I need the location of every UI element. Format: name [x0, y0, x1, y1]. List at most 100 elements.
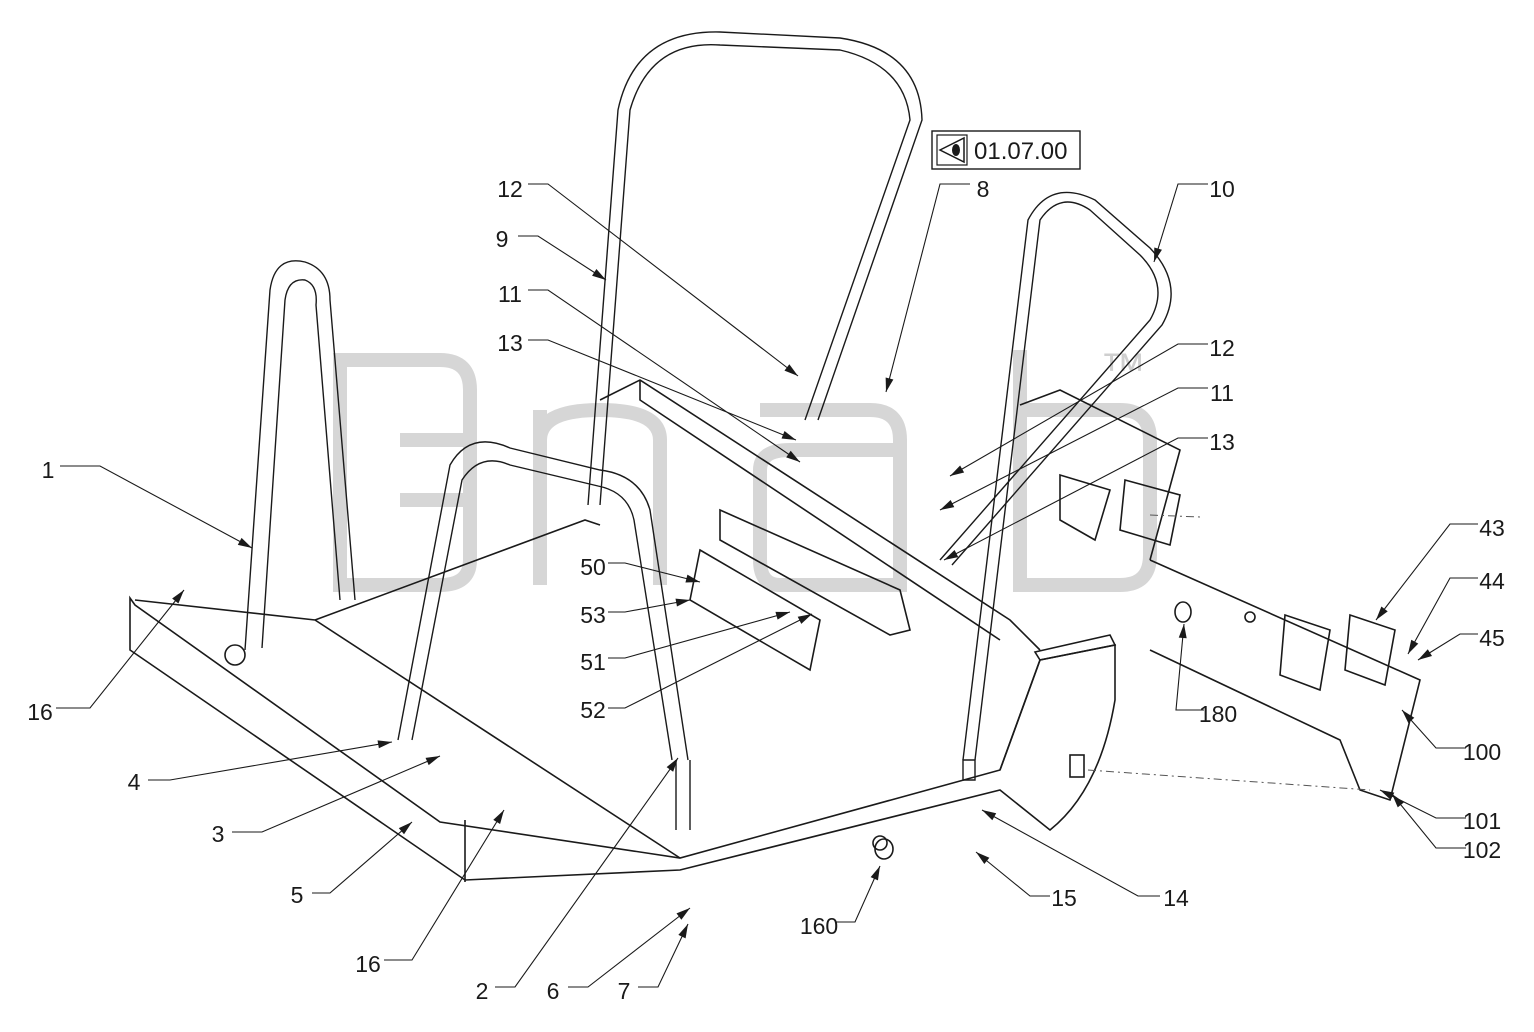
callout-arrowhead — [1392, 794, 1404, 808]
callout-leader — [56, 589, 185, 709]
callout-arrowhead — [377, 740, 392, 749]
handrail-tubes — [244, 31, 1172, 830]
callout-label: 4 — [128, 769, 141, 795]
callout-label: 13 — [497, 330, 523, 356]
callout-arrowhead — [870, 866, 880, 881]
callout-c12a[interactable]: 12 — [497, 176, 799, 377]
callout-c11a[interactable]: 11 — [498, 281, 801, 463]
callout-c50[interactable]: 50 — [580, 554, 701, 583]
callout-label: 53 — [580, 602, 606, 628]
callout-c13a[interactable]: 13 — [497, 330, 797, 441]
callout-leader — [528, 183, 799, 377]
callout-c5[interactable]: 5 — [291, 821, 413, 908]
callout-c2[interactable]: 2 — [476, 757, 679, 1004]
callout-c15[interactable]: 15 — [975, 851, 1077, 911]
callout-c14[interactable]: 14 — [981, 809, 1189, 911]
callout-leader — [518, 235, 607, 281]
view-eye-icon — [938, 136, 965, 164]
callout-c44[interactable]: 44 — [1407, 568, 1505, 655]
callout-leader — [939, 387, 1208, 511]
callout-c53[interactable]: 53 — [580, 598, 691, 628]
callout-c1[interactable]: 1 — [42, 457, 253, 549]
callout-leader — [1153, 183, 1208, 263]
callout-c3[interactable]: 3 — [212, 755, 441, 847]
callout-arrowhead — [675, 598, 690, 607]
callout-arrowhead — [398, 822, 412, 835]
callout-c6[interactable]: 6 — [547, 907, 691, 1004]
callout-leader — [1407, 577, 1478, 655]
callout-c4[interactable]: 4 — [128, 740, 393, 795]
callout-label: 12 — [497, 176, 523, 202]
callout-arrowhead — [1376, 606, 1388, 620]
callout-arrowhead — [775, 611, 790, 620]
callout-leader — [608, 599, 691, 613]
callout-label: 7 — [618, 978, 631, 1004]
callout-arrowhead — [781, 431, 796, 440]
callout-c13b[interactable]: 13 — [943, 429, 1235, 561]
callout-leader — [495, 757, 679, 988]
callout-arrowhead — [797, 614, 812, 624]
callout-label: 52 — [580, 697, 606, 723]
callout-label: 1 — [42, 457, 55, 483]
callout-arrowhead — [1178, 624, 1187, 639]
callout-label: 5 — [291, 882, 304, 908]
callout-arrowhead — [678, 924, 688, 939]
callout-c9[interactable]: 9 — [496, 226, 607, 281]
callout-label: 45 — [1479, 625, 1505, 651]
callout-c51[interactable]: 51 — [580, 611, 791, 675]
callout-label: 13 — [1209, 429, 1235, 455]
callout-c16a[interactable]: 16 — [27, 589, 185, 725]
callout-leader — [312, 821, 413, 894]
callout-label: 16 — [355, 951, 381, 977]
callout-c180[interactable]: 180 — [1175, 623, 1237, 727]
callout-label: 8 — [977, 176, 990, 202]
callout-leader — [638, 923, 689, 988]
callout-arrowhead — [425, 756, 440, 766]
callout-label: 11 — [1210, 380, 1234, 406]
callout-arrowhead — [784, 364, 798, 376]
callout-leader — [384, 809, 505, 961]
callout-arrowhead — [172, 590, 184, 604]
callout-c45[interactable]: 45 — [1417, 625, 1505, 661]
callout-c102[interactable]: 102 — [1391, 793, 1501, 863]
callout-c16b[interactable]: 16 — [355, 809, 505, 977]
callout-leader — [975, 851, 1050, 897]
callout-label: 9 — [496, 226, 509, 252]
callout-leader — [949, 343, 1208, 477]
callout-arrowhead — [944, 549, 959, 560]
callout-leader — [835, 865, 881, 923]
callout-label: 51 — [580, 649, 606, 675]
callout-arrowhead — [685, 574, 700, 583]
reference-box[interactable]: 01.07.00 — [931, 130, 1081, 170]
callout-arrowhead — [885, 377, 894, 392]
callout-arrowhead — [592, 269, 606, 280]
callout-c160[interactable]: 160 — [800, 865, 881, 939]
callout-label: 160 — [800, 913, 838, 939]
callout-leader — [608, 613, 813, 709]
callout-leader — [148, 741, 393, 781]
callout-c12b[interactable]: 12 — [949, 335, 1235, 477]
callout-label: 43 — [1479, 515, 1505, 541]
callout-leader — [60, 465, 253, 549]
callout-c11b[interactable]: 11 — [939, 380, 1234, 511]
callout-arrowhead — [676, 908, 690, 920]
callout-label: 102 — [1463, 837, 1501, 863]
callout-c101[interactable]: 101 — [1379, 789, 1501, 834]
callout-label: 44 — [1479, 568, 1505, 594]
callout-label: 101 — [1463, 808, 1501, 834]
callout-c7[interactable]: 7 — [618, 923, 689, 1004]
callout-leader — [608, 562, 701, 583]
callout-c52[interactable]: 52 — [580, 613, 813, 723]
callout-leader — [1401, 709, 1466, 749]
callout-c43[interactable]: 43 — [1375, 515, 1505, 621]
callout-c8[interactable]: 8 — [885, 176, 990, 393]
callout-leader — [943, 437, 1208, 561]
reference-label: 01.07.00 — [974, 138, 1067, 165]
callout-leader — [568, 907, 691, 988]
callout-c100[interactable]: 100 — [1401, 709, 1501, 765]
callout-label: 16 — [27, 699, 53, 725]
callout-c10[interactable]: 10 — [1153, 176, 1235, 263]
